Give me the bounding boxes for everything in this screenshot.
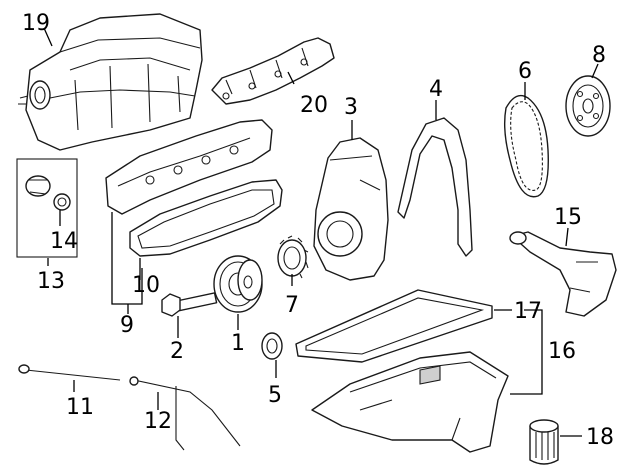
callout-16: 16 — [548, 339, 576, 364]
callout-12: 12 — [144, 409, 172, 434]
oil-pan — [311, 351, 509, 453]
crankshaft-sprocket — [277, 235, 309, 279]
callout-2: 2 — [170, 339, 184, 364]
callout-15: 15 — [554, 205, 582, 230]
timing-cover-gasket — [397, 117, 473, 257]
harmonic-balancer — [213, 255, 263, 313]
oil-filler-cap-inset — [16, 158, 78, 258]
callout-13: 13 — [37, 269, 65, 294]
leader-lines — [43, 27, 599, 437]
callout-10: 10 — [132, 273, 160, 298]
timing-cover — [313, 137, 389, 281]
callout-4: 4 — [429, 77, 443, 102]
crankshaft-front-seal — [261, 332, 283, 360]
exhaust-manifold — [211, 37, 335, 105]
callout-11: 11 — [66, 395, 94, 420]
callout-3: 3 — [344, 95, 358, 120]
valve-cover — [105, 119, 273, 215]
balancer-bolt — [161, 292, 218, 317]
callout-20: 20 — [300, 93, 328, 118]
intake-manifold — [18, 13, 203, 151]
callout-1: 1 — [231, 331, 245, 356]
dipstick-tube — [129, 376, 241, 451]
callout-9: 9 — [120, 313, 134, 338]
callout-8: 8 — [592, 43, 606, 68]
callout-5: 5 — [268, 383, 282, 408]
callout-17: 17 — [514, 299, 542, 324]
callout-6: 6 — [518, 59, 532, 84]
callout-19: 19 — [22, 11, 50, 36]
callout-7: 7 — [285, 293, 299, 318]
oil-pan-gasket — [295, 289, 493, 363]
callout-14: 14 — [50, 229, 78, 254]
oil-dipstick — [18, 364, 121, 381]
callout-18: 18 — [586, 425, 614, 450]
valve-cover-gasket — [129, 179, 283, 257]
oil-filter — [529, 419, 559, 465]
camshaft-sprocket — [565, 75, 611, 137]
oil-pump-pickup — [509, 231, 617, 317]
timing-chain — [503, 94, 549, 198]
